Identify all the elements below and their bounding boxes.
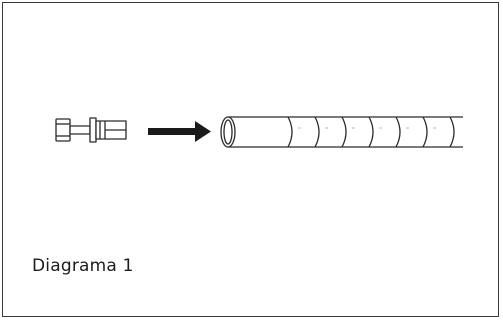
tube-icon	[220, 116, 463, 148]
figure-caption: Diagrama 1	[32, 256, 134, 276]
diagram-frame	[2, 2, 499, 317]
connector-icon	[55, 117, 127, 143]
arrow-right-icon	[148, 121, 211, 142]
